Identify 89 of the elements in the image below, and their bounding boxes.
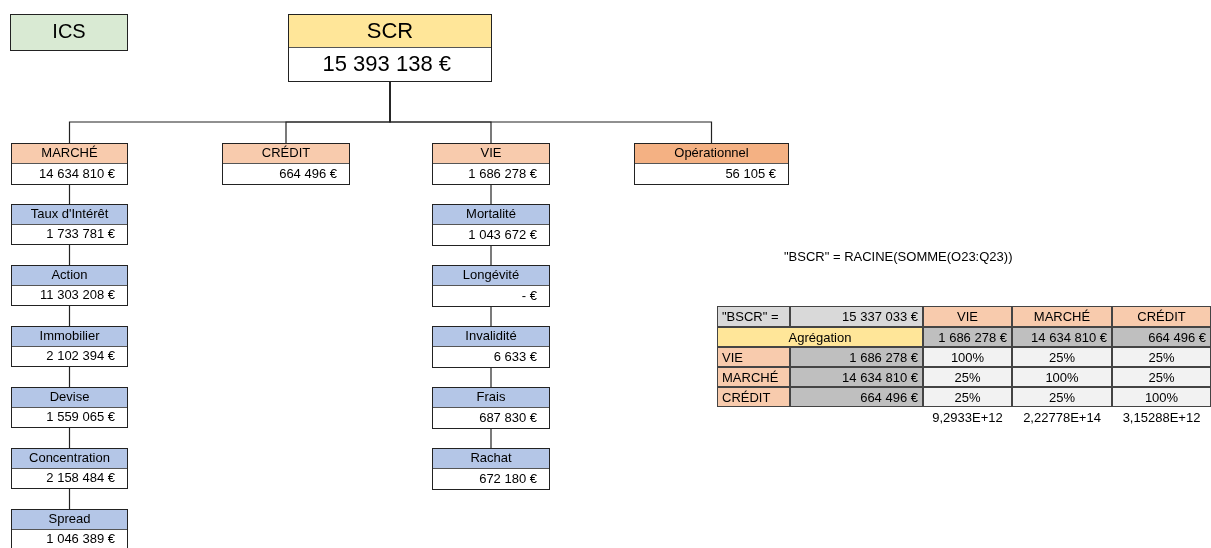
risk-box <box>432 326 550 368</box>
connector-line <box>68 183 71 205</box>
risk-box <box>11 509 128 548</box>
table-cell: 1 686 278 € <box>923 327 1012 347</box>
connector-line <box>490 427 492 449</box>
risk-title: VIE <box>433 144 549 164</box>
connector-line <box>490 305 492 327</box>
amount-value: 664 496 € <box>278 165 338 183</box>
table-cell: 100% <box>923 347 1012 367</box>
table-cell: 25% <box>1012 387 1112 407</box>
table-cell: 664 496 € <box>790 387 923 407</box>
risk-title: Concentration <box>12 449 127 469</box>
risk-box <box>432 448 550 490</box>
risk-box <box>11 265 128 306</box>
risk-title: Devise <box>12 388 127 408</box>
table-cell: 664 496 € <box>1112 327 1211 347</box>
amount-value: 11 303 208 € <box>39 286 116 304</box>
table-cell-text: 3,15288E+12 <box>1121 408 1202 427</box>
amount-value: 687 830 € <box>478 409 538 427</box>
risk-title: Mortalité <box>433 205 549 225</box>
table-cell: "BSCR" = <box>717 306 790 327</box>
table-cell: VIE <box>923 306 1012 327</box>
amount-value: 672 180 € <box>478 470 538 488</box>
risk-box <box>634 143 789 185</box>
connector-line <box>68 243 71 266</box>
table-cell-text: 9,2933E+12 <box>931 408 1004 427</box>
table-cell: Agrégation <box>717 327 923 347</box>
risk-title: MARCHÉ <box>12 144 127 164</box>
amount-value: 1 733 781 € <box>45 225 116 243</box>
risk-title: SCR <box>289 15 491 48</box>
formula-text: "BSCR" = RACINE(SOMME(O23:Q23)) <box>783 247 1014 266</box>
connector-line <box>490 244 492 266</box>
risk-title: Opérationnel <box>635 144 788 164</box>
risk-box <box>432 204 550 246</box>
table-cell: VIE <box>717 347 790 367</box>
connector-line <box>490 366 492 388</box>
table-cell: 25% <box>1112 347 1211 367</box>
amount-value: 14 634 810 € <box>38 165 116 183</box>
table-cell: 14 634 810 € <box>1012 327 1112 347</box>
risk-box <box>432 387 550 429</box>
table-cell: 25% <box>1112 367 1211 387</box>
risk-box <box>11 143 128 185</box>
risk-box <box>11 204 128 245</box>
amount-value: 1 686 278 € <box>467 165 538 183</box>
table-cell: 25% <box>923 387 1012 407</box>
table-cell: 100% <box>1012 367 1112 387</box>
table-cell: MARCHÉ <box>1012 306 1112 327</box>
connector-line <box>490 183 492 205</box>
risk-box <box>11 448 128 489</box>
table-cell: 100% <box>1112 387 1211 407</box>
table-cell: 25% <box>923 367 1012 387</box>
risk-title: Immobilier <box>12 327 127 347</box>
risk-box <box>222 143 350 185</box>
connector-line <box>389 80 713 144</box>
amount-value: 1 559 065 € <box>45 408 116 426</box>
connector-line <box>68 304 71 327</box>
risk-title: Spread <box>12 510 127 530</box>
risk-box <box>288 14 492 82</box>
table-cell-text: 2,22778E+14 <box>1022 408 1102 427</box>
risk-title: Taux d'Intérêt <box>12 205 127 225</box>
table-cell: 1 686 278 € <box>790 347 923 367</box>
table-cell: 25% <box>1012 347 1112 367</box>
amount-value: 56 105 € <box>724 165 777 183</box>
amount-value: 1 043 672 € <box>467 226 538 244</box>
risk-title: Rachat <box>433 449 549 469</box>
risk-title: Invalidité <box>433 327 549 347</box>
table-cell: MARCHÉ <box>717 367 790 387</box>
table-cell: 14 634 810 € <box>790 367 923 387</box>
risk-title: Frais <box>433 388 549 408</box>
risk-box <box>11 387 128 428</box>
risk-title: Longévité <box>433 266 549 286</box>
risk-title: ICS <box>11 15 127 50</box>
amount-value: 15 393 138 € <box>321 50 452 78</box>
risk-box <box>432 265 550 307</box>
risk-title: CRÉDIT <box>223 144 349 164</box>
table-cell: CRÉDIT <box>717 387 790 407</box>
connector-line <box>68 365 71 388</box>
risk-box <box>432 143 550 185</box>
amount-value: 2 102 394 € <box>45 347 116 365</box>
table-cell: 15 337 033 € <box>790 306 923 327</box>
amount-value: 2 158 484 € <box>45 469 116 487</box>
connector-line <box>68 487 71 510</box>
amount-value: - € <box>520 287 538 305</box>
amount-value: 1 046 389 € <box>45 530 116 548</box>
risk-box <box>11 326 128 367</box>
amount-value: 6 633 € <box>492 348 538 366</box>
connector-line <box>68 426 71 449</box>
table-cell: CRÉDIT <box>1112 306 1211 327</box>
risk-title: Action <box>12 266 127 286</box>
